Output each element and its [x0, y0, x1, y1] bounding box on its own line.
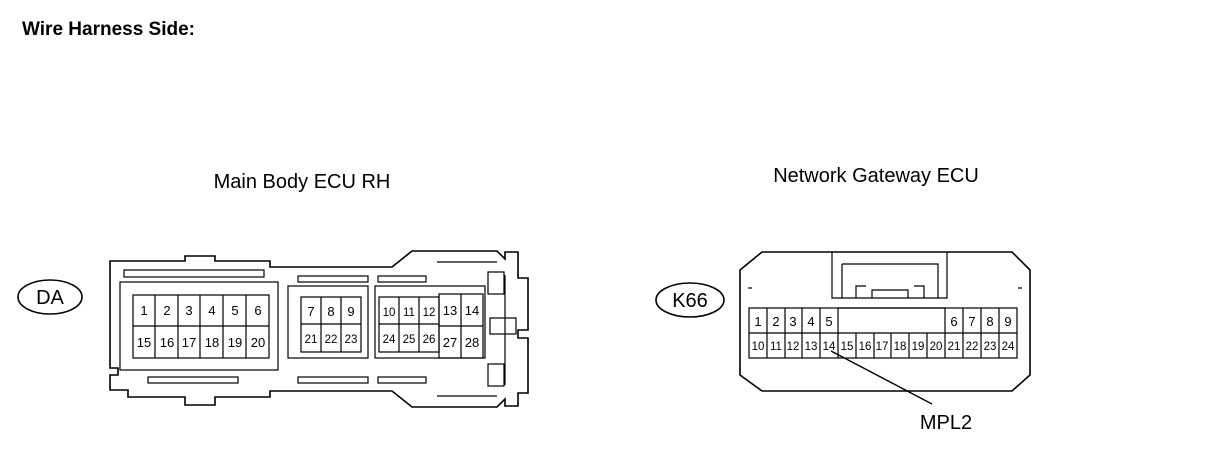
pin-label: 17 — [876, 341, 889, 353]
pin-label: 9 — [1004, 314, 1011, 329]
pin-label: 16 — [859, 341, 872, 353]
pin-label: 16 — [160, 335, 174, 350]
connector-da-latch — [487, 271, 505, 295]
connector-da-latch — [489, 317, 517, 335]
pin-label: 15 — [841, 341, 854, 353]
pin-label: 4 — [208, 303, 215, 318]
pin-label: 21 — [305, 334, 318, 346]
pin-label: 8 — [986, 314, 993, 329]
connector-da-section — [374, 285, 486, 359]
pin-label: 7 — [968, 314, 975, 329]
pin-label: 23 — [984, 341, 997, 353]
connector-da-rail — [123, 269, 265, 278]
pin-label: 25 — [403, 334, 416, 346]
pin-label: 20 — [251, 335, 265, 350]
pin-label: 26 — [423, 334, 436, 346]
connector-da-section — [119, 281, 279, 371]
pin-label: 8 — [327, 304, 334, 319]
pin-label: 1 — [140, 303, 147, 318]
callout-label: MPL2 — [920, 412, 972, 434]
connector-k66-tag: K66 — [672, 290, 708, 312]
pin-label: 4 — [807, 314, 814, 329]
connector-da-tag-ellipse — [17, 279, 83, 315]
pin-label: 5 — [825, 314, 832, 329]
connector-k66-housing — [739, 251, 1031, 392]
connector-da-title: Main Body ECU RH — [214, 171, 391, 193]
pin-label: 6 — [950, 314, 957, 329]
pin-label: 13 — [805, 341, 818, 353]
callout-leader-line — [830, 350, 933, 405]
pin-label: 28 — [465, 335, 479, 350]
connector-k66: Network Gateway ECU K66 1 2 3 4 — [655, 165, 1031, 434]
pin-label: 2 — [163, 303, 170, 318]
pin-label: 5 — [231, 303, 238, 318]
connector-da-rail — [297, 376, 369, 384]
pin-label: 1 — [754, 314, 761, 329]
pin-label: 12 — [787, 341, 800, 353]
pin-label: 27 — [443, 335, 457, 350]
connector-da-rail — [147, 376, 239, 384]
connector-da-housing — [109, 250, 529, 408]
pin-14-label: 14 — [823, 341, 836, 353]
pin-label: 18 — [205, 335, 219, 350]
pin-label: 7 — [307, 304, 314, 319]
connector-da: Main Body ECU RH DA — [17, 171, 529, 408]
pin-label: 15 — [137, 335, 151, 350]
pin-label: 19 — [228, 335, 242, 350]
pin-label: 10 — [383, 307, 396, 319]
pin-label: 18 — [894, 341, 907, 353]
pin-label: 14 — [465, 303, 479, 318]
connector-da-rail — [377, 275, 427, 283]
pin-label: 24 — [383, 334, 396, 346]
pin-label: 2 — [772, 314, 779, 329]
pin-label: 12 — [423, 307, 436, 319]
pin-label: 6 — [254, 303, 261, 318]
connector-k66-tag-ellipse — [655, 282, 725, 318]
pin-label: 22 — [325, 334, 338, 346]
pin-label: 23 — [345, 334, 358, 346]
pin-label: 22 — [966, 341, 979, 353]
pin-label: 13 — [443, 303, 457, 318]
pin-label: 3 — [185, 303, 192, 318]
pin-label: 3 — [789, 314, 796, 329]
pin-label: 24 — [1002, 341, 1015, 353]
connector-k66-lock — [831, 252, 948, 299]
connector-da-latch — [487, 363, 505, 387]
connector-da-section — [287, 285, 369, 359]
pin-label: 11 — [403, 307, 415, 319]
connector-da-rail — [297, 275, 369, 283]
pin-label: 10 — [752, 341, 765, 353]
pin-label: 17 — [182, 335, 196, 350]
connector-da-rail — [377, 376, 427, 384]
pin-label: 11 — [770, 341, 782, 353]
connector-k66-title: Network Gateway ECU — [773, 165, 979, 187]
diagram-heading: Wire Harness Side: — [22, 19, 196, 40]
connector-da-tag: DA — [36, 287, 64, 309]
pin-label: 21 — [948, 341, 961, 353]
pin-label: 19 — [912, 341, 925, 353]
pin-label: 9 — [347, 304, 354, 319]
pin-label: 20 — [930, 341, 943, 353]
